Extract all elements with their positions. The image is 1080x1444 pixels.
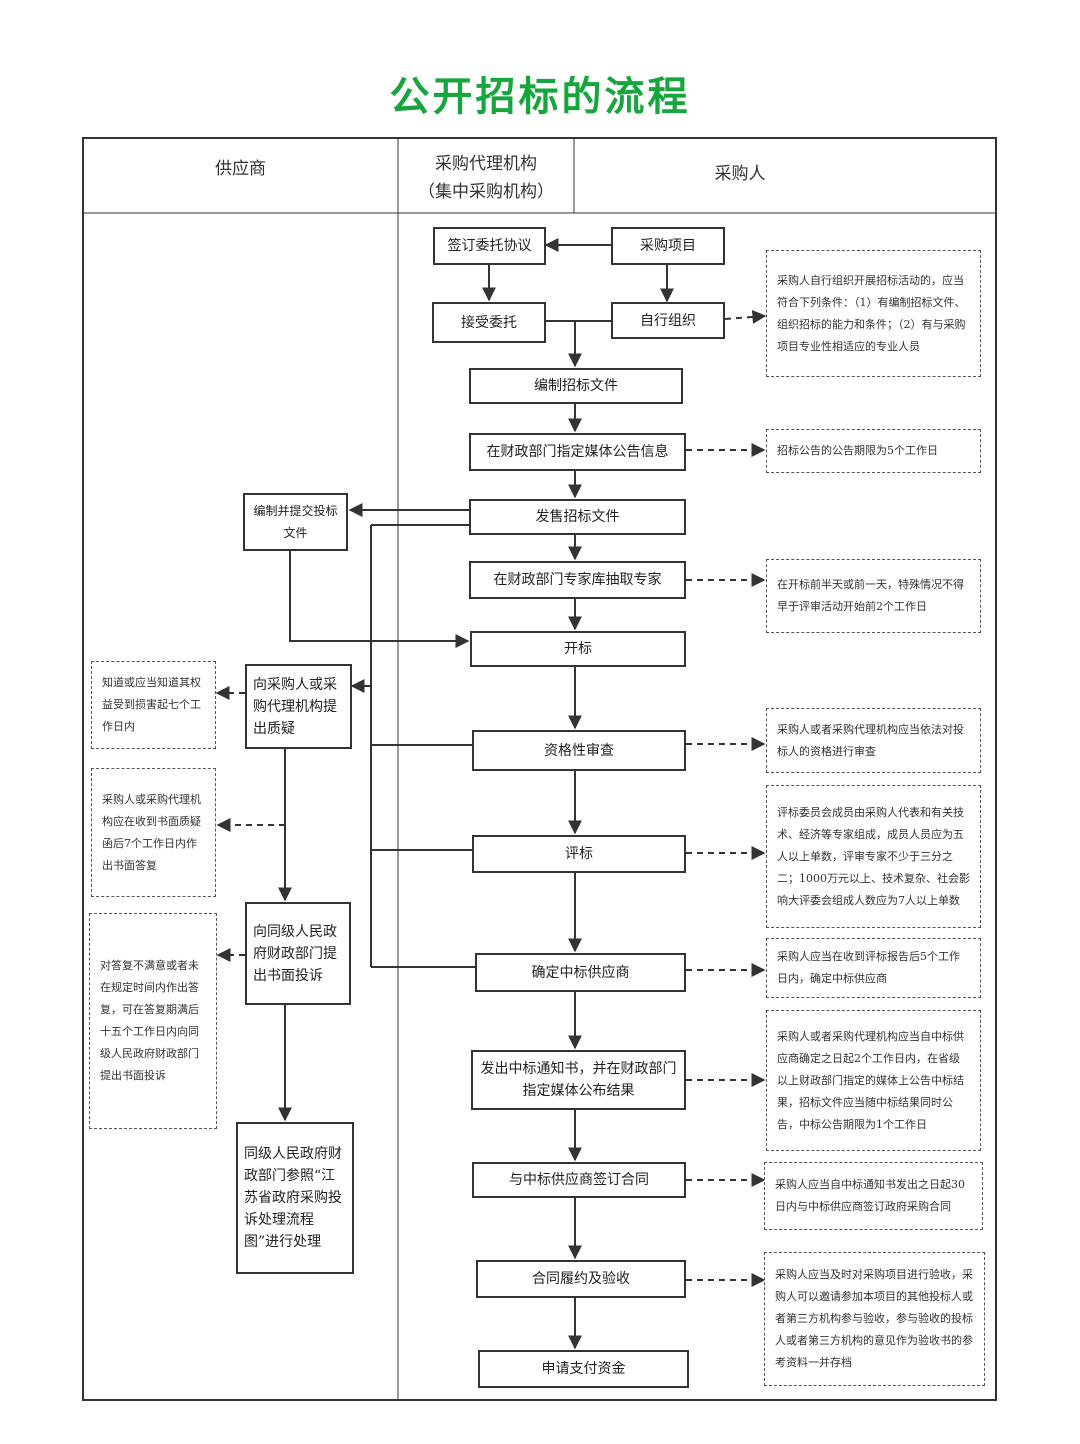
note-notice-period: 招标公告的公告期限为5个工作日 (766, 429, 981, 473)
column-header-agency: 采购代理机构 （集中采购机构） (398, 150, 574, 206)
note-qualification: 采购人或者采购代理机构应当依法对投标人的资格进行审查 (766, 708, 981, 773)
note-acceptance: 采购人应当及时对采购项目进行验收，采购人可以邀请参加本项目的其他投标人或者第三方… (764, 1252, 985, 1386)
step-acceptance: 合同履约及验收 (476, 1260, 686, 1298)
step-sign-contract: 与中标供应商签订合同 (472, 1162, 686, 1198)
step-notify-winner: 发出中标通知书，并在财政部门指定媒体公布结果 (471, 1050, 686, 1110)
step-open-bids: 开标 (470, 631, 686, 667)
note-reply-deadline: 采购人或采购代理机构应在收到书面质疑函后7个工作日内作出书面答复 (91, 768, 216, 897)
column-header-purchaser: 采购人 (714, 164, 766, 184)
column-header-agency-line2: （集中采购机构） (418, 182, 554, 202)
note-publish-result: 采购人或者采购代理机构应当自中标供应商确定之日起2个工作日内，在省级以上财政部门… (766, 1010, 981, 1151)
page-title: 公开招标的流程 (389, 74, 691, 120)
note-expert-timing: 在开标前半天或前一天，特殊情况不得早于评审活动开始前2个工作日 (766, 559, 981, 633)
column-header-supplier: 供应商 (215, 159, 266, 179)
note-contract-deadline: 采购人应当自中标通知书发出之日起30日内与中标供应商签订政府采购合同 (764, 1162, 983, 1230)
step-qualification: 资格性审查 (472, 730, 686, 771)
step-issue-docs: 发售招标文件 (469, 499, 686, 535)
step-prepare-docs: 编制招标文件 (469, 368, 683, 404)
note-self-organize: 采购人自行组织开展招标活动的，应当符合下列条件：（1）有编制招标文件、组织招标的… (766, 250, 981, 377)
step-sign-agreement: 签订委托协议 (433, 227, 546, 265)
note-query-deadline: 知道或应当知道其权益受到损害起七个工作日内 (91, 661, 216, 749)
dashed-arrows (215, 309, 767, 1287)
step-self-organize: 自行组织 (611, 302, 725, 339)
step-prepare-bid: 编制并提交投标文件 (243, 493, 348, 551)
solid-arrows (278, 238, 674, 1350)
step-payment: 申请支付资金 (478, 1350, 689, 1388)
swimlane-frame (82, 137, 997, 1401)
step-evaluate: 评标 (472, 835, 686, 873)
step-raise-query: 向采购人或采购代理机构提出质疑 (245, 664, 352, 749)
step-publish-notice: 在财政部门指定媒体公告信息 (469, 433, 686, 471)
step-draw-experts: 在财政部门专家库抽取专家 (469, 561, 686, 599)
column-header-agency-line1: 采购代理机构 (435, 154, 537, 174)
step-accept-commission: 接受委托 (432, 302, 546, 343)
step-purchase-project: 采购项目 (611, 227, 725, 265)
step-handle-complaint: 同级人民政府财政部门参照“江苏省政府采购投诉处理流程图”进行处理 (236, 1122, 354, 1274)
note-winner-deadline: 采购人应当在收到评标报告后5个工作日内，确定中标供应商 (766, 938, 981, 998)
note-complaint-deadline: 对答复不满意或者未在规定时间内作出答复，可在答复期满后十五个工作日内向同级人民政… (89, 913, 217, 1129)
step-determine-winner: 确定中标供应商 (475, 953, 686, 992)
note-committee: 评标委员会成员由采购人代表和有关技术、经济等专家组成，成员人员应为五人以上单数，… (766, 785, 981, 928)
step-complaint: 向同级人民政府财政部门提出书面投诉 (245, 902, 351, 1005)
